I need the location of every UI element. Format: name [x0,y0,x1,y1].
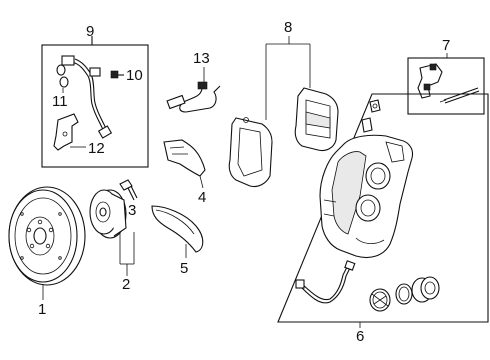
splash-shield: 5 [151,205,204,277]
callout-2: 2 [122,276,130,293]
hose-kit-group: 9 11 10 12 [41,23,149,168]
hose-bracket-12 [53,113,79,151]
callout-6: 6 [356,328,364,345]
callout-8: 8 [284,19,292,36]
brake-pads: 8 [228,19,339,188]
callout-3: 3 [128,202,136,219]
bolt-10 [110,70,124,79]
callout-9: 9 [86,23,94,40]
brake-caliper [319,134,414,259]
brake-rotor: 1 [8,186,86,318]
brake-hose [61,55,113,139]
callout-11: 11 [52,93,68,110]
caliper-kit: 6 [277,93,489,345]
callout-13: 13 [193,50,210,67]
brake-line [295,260,356,304]
callout-7: 7 [442,37,450,54]
callout-5: 5 [180,260,188,277]
wear-sensor: 13 [166,50,221,113]
pin-kit: 7 [407,37,485,115]
callout-1: 1 [38,301,46,318]
piston-seal-kit [369,276,440,312]
bolt-11 [56,64,69,88]
hose-kit-box [41,44,149,168]
pin-kit-box [407,57,485,115]
callout-4: 4 [198,189,206,206]
wheel-hub: 2 [89,189,135,293]
callout-12: 12 [88,140,105,157]
hub-bolt: 3 [119,179,138,219]
callout-10: 10 [126,67,143,84]
caliper-kit-outline [277,93,489,323]
pad-shim: 4 [163,139,206,206]
